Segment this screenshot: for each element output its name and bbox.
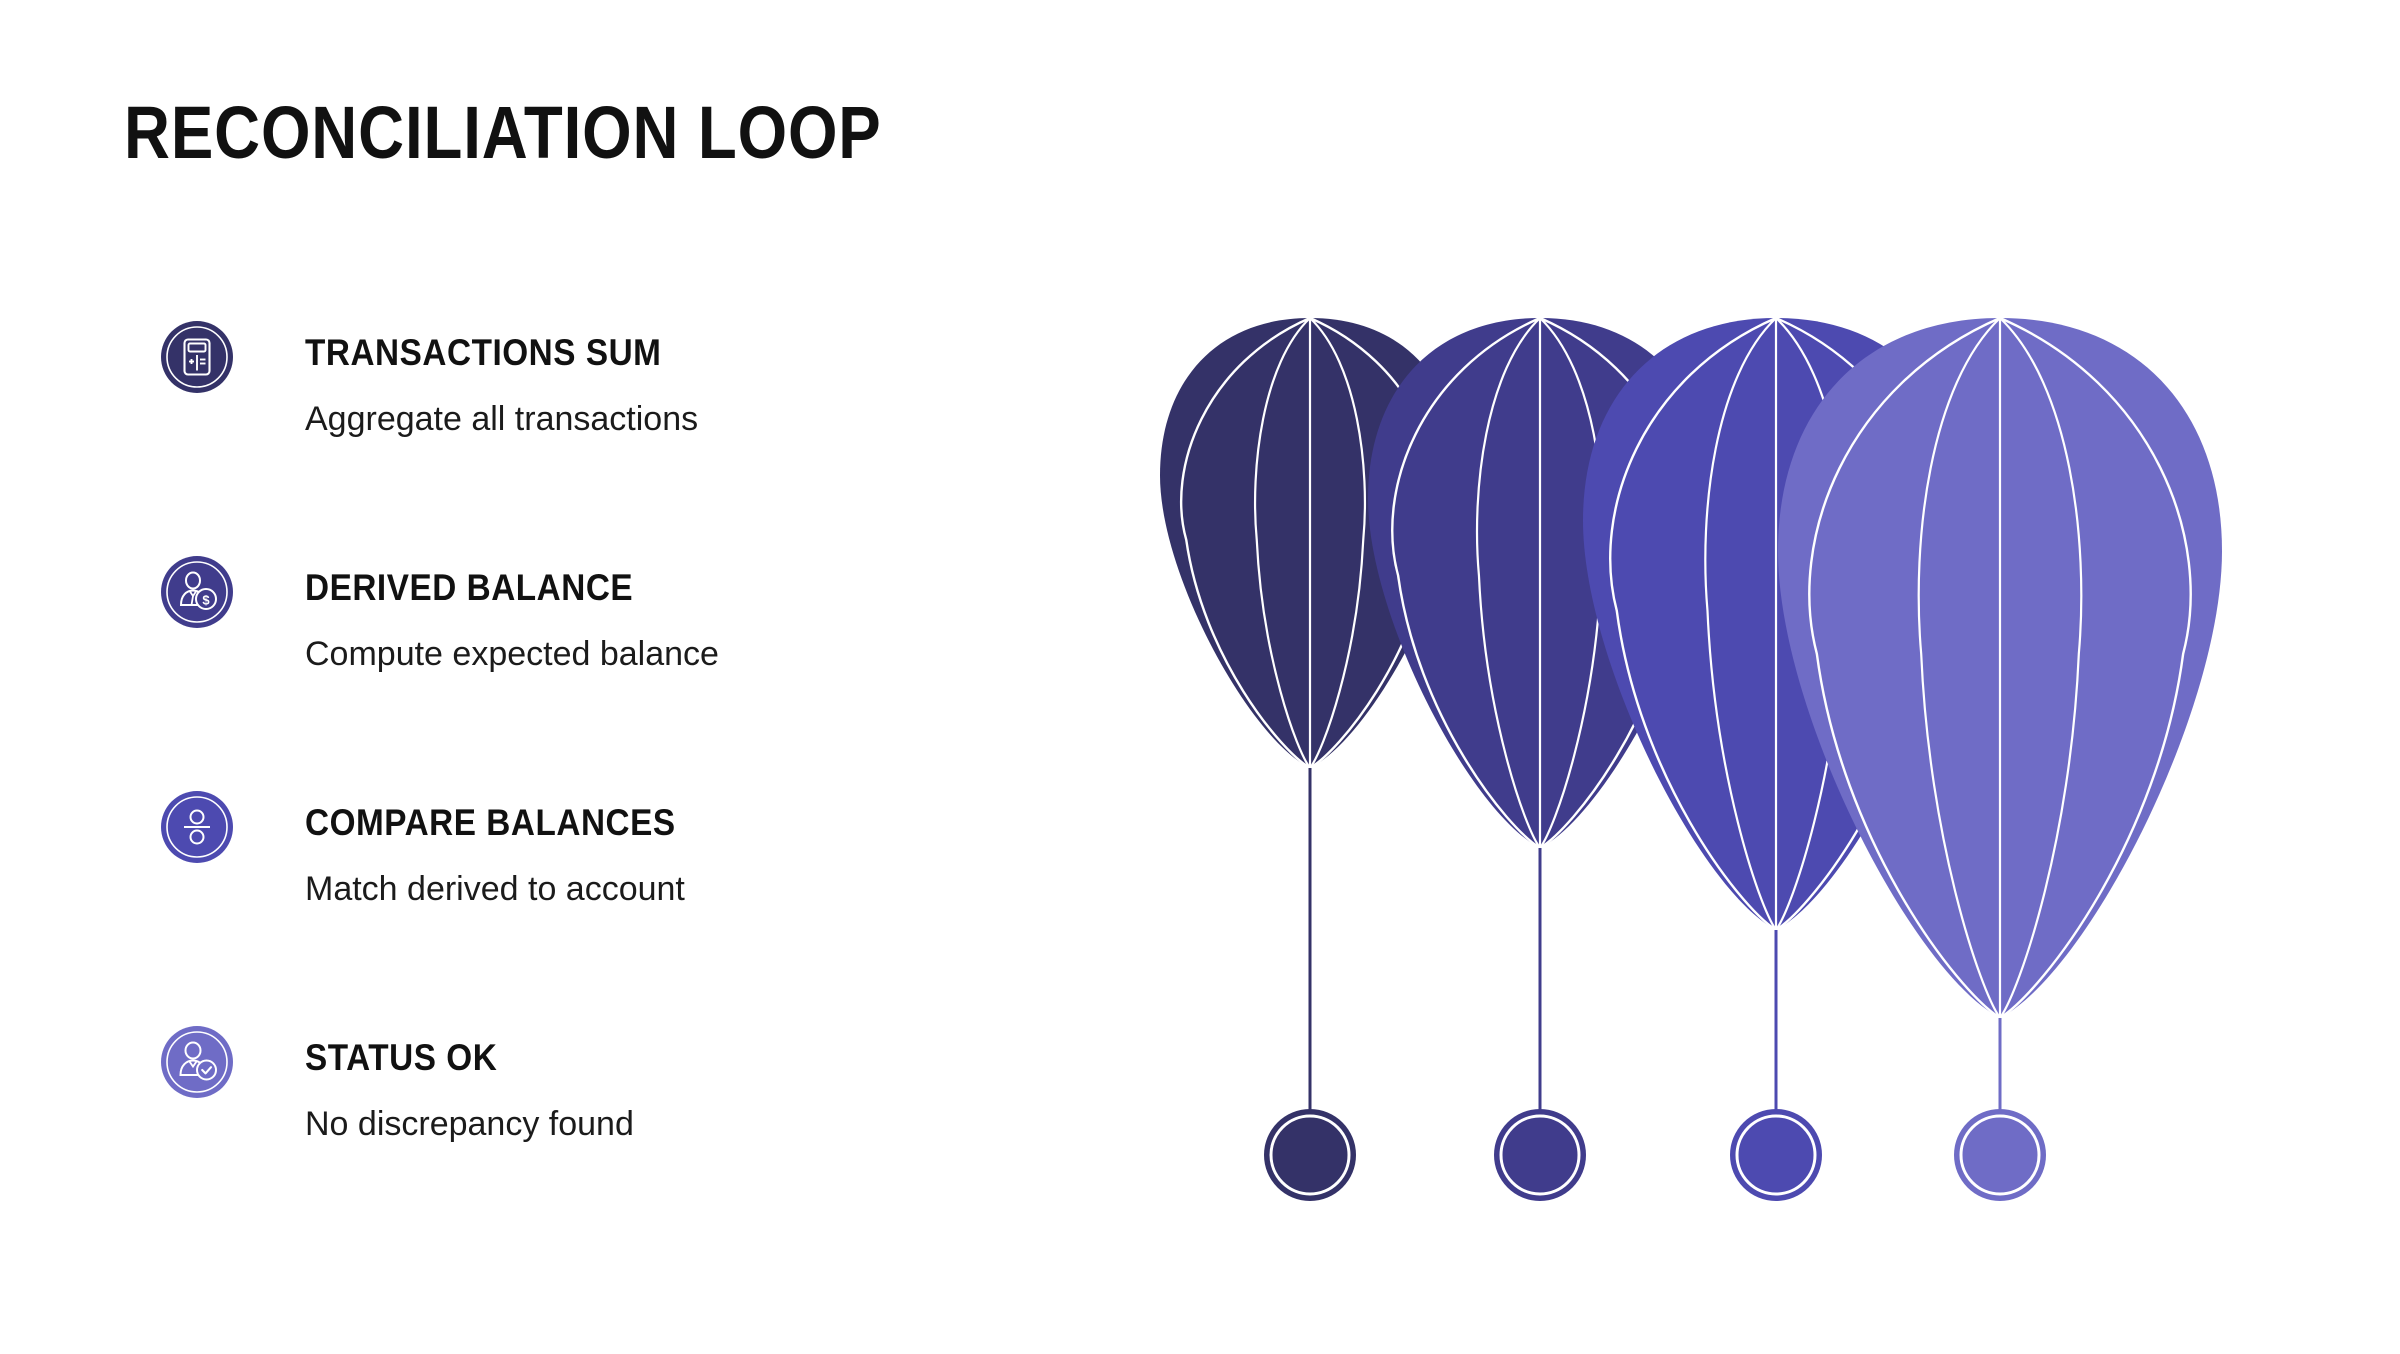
- balloon-seam-right: [1309, 316, 1441, 770]
- list-item[interactable]: COMPARE BALANCES Match derived to accoun…: [160, 790, 980, 1025]
- svg-text:$: $: [202, 593, 210, 608]
- list-item[interactable]: $ DERIVED BALANCE Compute expected balan…: [160, 555, 980, 790]
- balloon-seam-left: [1917, 317, 2001, 1019]
- balloon-seam-right: [1309, 317, 1366, 769]
- page-title: RECONCILIATION LOOP: [124, 91, 882, 174]
- balloon-basket: [1954, 1109, 2046, 1201]
- balloon-seam-right: [1539, 316, 1689, 850]
- list-item-text: TRANSACTIONS SUM Aggregate all transacti…: [305, 320, 701, 436]
- balloon-basket: [1264, 1109, 1356, 1201]
- balloon-seam-left: [1391, 316, 1541, 850]
- list-item-title: STATUS OK: [305, 1037, 498, 1078]
- list-item-text: STATUS OK No discrepancy found: [305, 1025, 634, 1141]
- list-item-title: DERIVED BALANCE: [305, 567, 634, 608]
- calculator-icon: [160, 320, 234, 394]
- balloon-seam-right: [1539, 317, 1605, 849]
- balloon-seam-right: [1999, 317, 2083, 1019]
- person-check-icon: [160, 1025, 234, 1099]
- balloon-envelope: [1160, 318, 1460, 768]
- list-item-desc: Aggregate all transactions: [305, 400, 699, 438]
- list-item-text: DERIVED BALANCE Compute expected balance: [305, 555, 719, 671]
- balloon-group: [1583, 316, 1969, 1201]
- list-item-desc: Compute expected balance: [305, 635, 719, 673]
- steps-list: TRANSACTIONS SUM Aggregate all transacti…: [160, 320, 980, 1260]
- list-item[interactable]: TRANSACTIONS SUM Aggregate all transacti…: [160, 320, 980, 555]
- balloon-basket-ring: [1735, 1114, 1817, 1196]
- balloon-basket: [1730, 1109, 1822, 1201]
- balloon-basket-ring: [1269, 1114, 1351, 1196]
- balloon-seam-left: [1254, 317, 1311, 769]
- balloon-group: [1778, 316, 2222, 1201]
- balloon-seam-right: [1775, 316, 1943, 932]
- balloon-envelope: [1583, 318, 1969, 930]
- list-item-text: COMPARE BALANCES Match derived to accoun…: [305, 790, 717, 906]
- balloon-seam-left: [1704, 317, 1777, 931]
- balloon-seam-left: [1179, 316, 1311, 770]
- person-dollar-icon: $: [160, 555, 234, 629]
- list-item-desc: Match derived to account: [305, 870, 685, 908]
- list-item-title: COMPARE BALANCES: [305, 802, 676, 843]
- balloon-seam-left: [1609, 316, 1777, 932]
- balloon-envelope: [1778, 318, 2222, 1018]
- balloon-basket: [1494, 1109, 1586, 1201]
- balloon-envelope: [1368, 318, 1712, 848]
- list-item-title: TRANSACTIONS SUM: [305, 332, 662, 373]
- balloon-basket-ring: [1959, 1114, 2041, 1196]
- balloon-group: [1160, 316, 1460, 1201]
- list-item[interactable]: STATUS OK No discrepancy found: [160, 1025, 980, 1260]
- balloon-seam-right: [1775, 317, 1848, 931]
- balloon-seam-right: [1999, 316, 2192, 1020]
- divide-compare-icon: [160, 790, 234, 864]
- balloon-seam-left: [1808, 316, 2001, 1020]
- list-item-desc: No discrepancy found: [305, 1105, 634, 1143]
- balloon-group: [1368, 316, 1712, 1201]
- balloon-basket-ring: [1499, 1114, 1581, 1196]
- balloon-seam-left: [1475, 317, 1541, 849]
